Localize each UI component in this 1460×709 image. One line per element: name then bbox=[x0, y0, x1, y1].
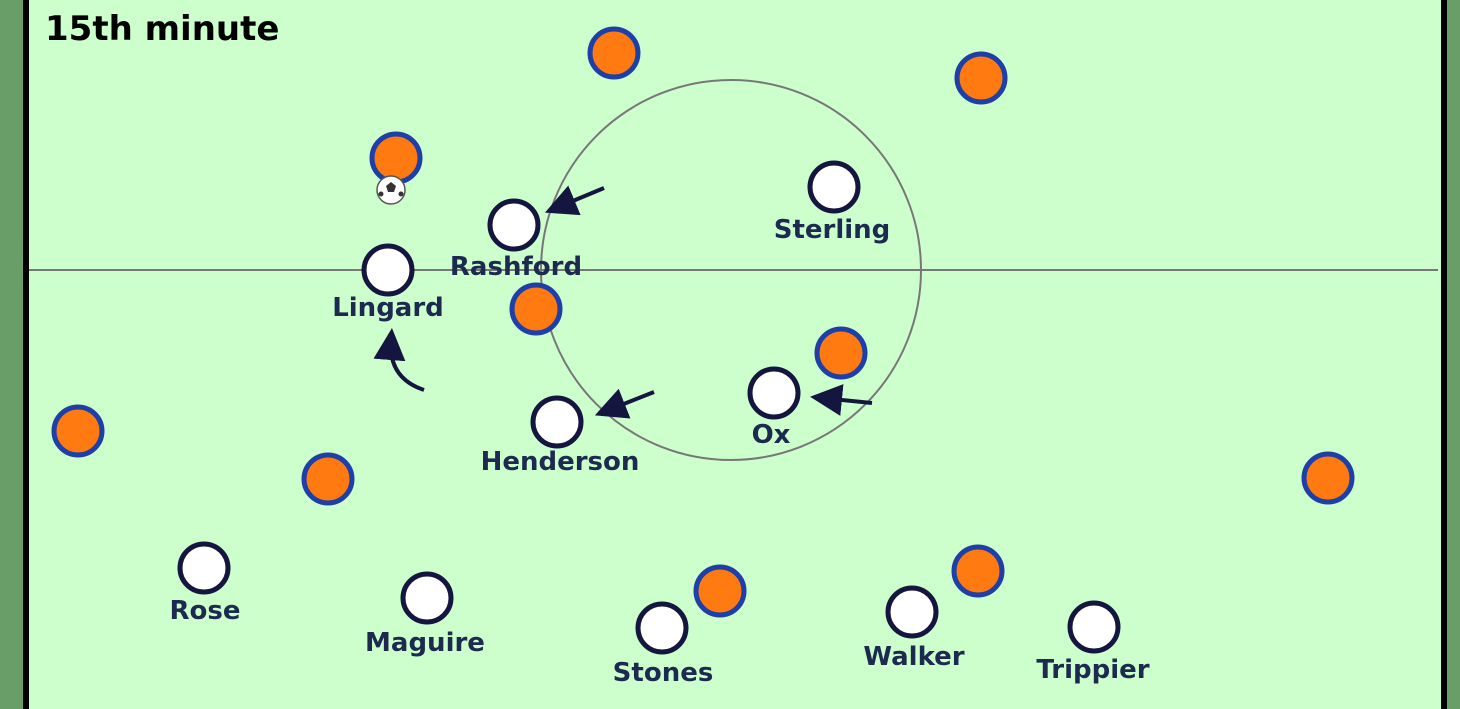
movement-arrow-icon bbox=[594, 388, 655, 419]
player-marker-rose bbox=[177, 541, 231, 595]
opponent-player bbox=[509, 282, 563, 336]
opponent-player bbox=[369, 131, 423, 185]
player-marker-rashford bbox=[487, 198, 541, 252]
player-marker-trippier bbox=[1067, 600, 1121, 654]
opponent-player bbox=[587, 26, 641, 80]
player-marker-maguire bbox=[400, 571, 454, 625]
team-players: Rashford Lingard Sterling Henderson Ox R… bbox=[170, 160, 1150, 688]
opponent-player bbox=[51, 404, 105, 458]
player-label-henderson: Henderson bbox=[481, 447, 640, 477]
opponent-player bbox=[301, 452, 355, 506]
player-marker-stones bbox=[635, 601, 689, 655]
player-marker-walker bbox=[885, 585, 939, 639]
player-label-ox: Ox bbox=[752, 420, 791, 450]
diagram-title: 15th minute bbox=[45, 9, 279, 49]
opponent-player bbox=[1301, 451, 1355, 505]
opponent-player bbox=[693, 564, 747, 618]
player-label-walker: Walker bbox=[863, 642, 964, 672]
player-label-lingard: Lingard bbox=[332, 293, 444, 323]
player-marker-lingard bbox=[361, 243, 415, 297]
player-label-stones: Stones bbox=[613, 658, 714, 688]
movement-arrows bbox=[373, 185, 873, 419]
player-label-trippier: Trippier bbox=[1036, 655, 1149, 685]
opponent-player bbox=[954, 51, 1008, 105]
player-label-maguire: Maguire bbox=[365, 628, 485, 658]
movement-arrow-icon bbox=[544, 185, 605, 216]
opponent-players bbox=[51, 26, 1355, 618]
player-label-rashford: Rashford bbox=[450, 252, 582, 282]
player-marker-ox bbox=[747, 366, 801, 420]
movement-arrow-icon bbox=[373, 328, 425, 392]
player-label-rose: Rose bbox=[170, 596, 241, 626]
soccer-ball-icon bbox=[376, 175, 406, 205]
player-marker-sterling bbox=[807, 160, 861, 214]
centre-circle bbox=[540, 79, 922, 461]
opponent-player bbox=[814, 326, 868, 380]
movement-arrow-icon bbox=[810, 384, 873, 416]
player-marker-henderson bbox=[530, 395, 584, 449]
player-label-sterling: Sterling bbox=[774, 215, 891, 245]
opponent-player bbox=[951, 544, 1005, 598]
